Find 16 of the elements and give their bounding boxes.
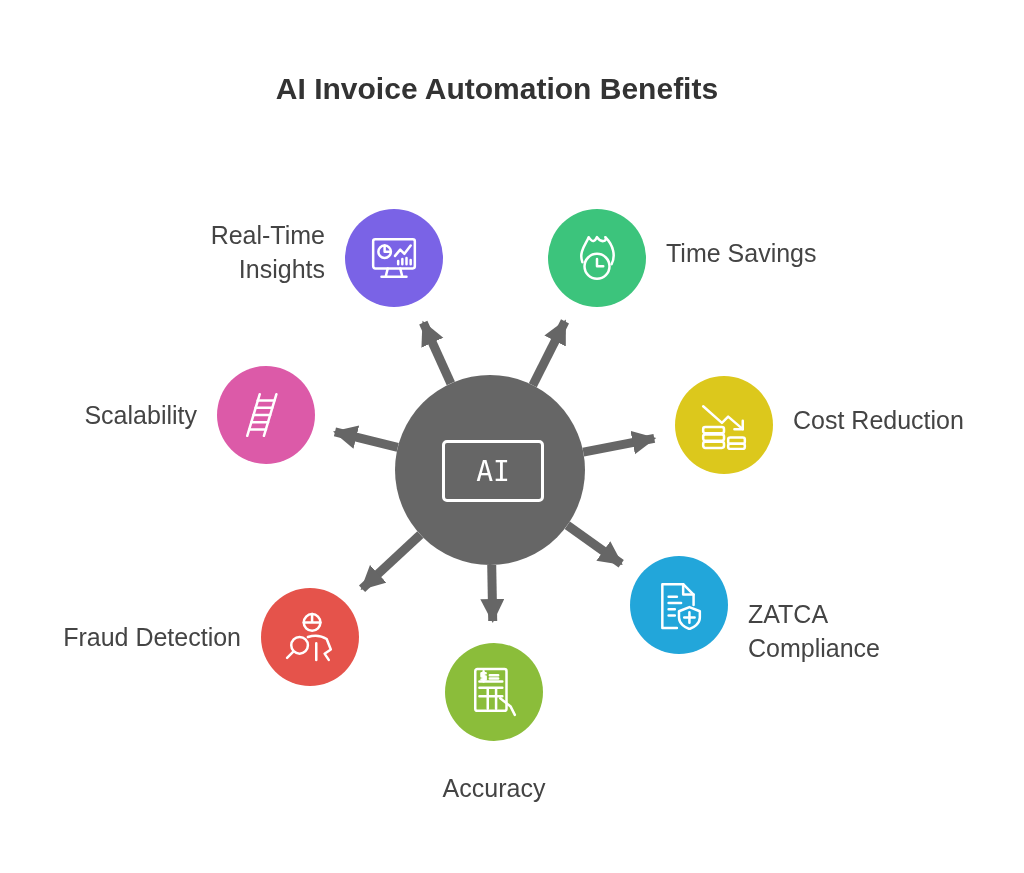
arrow [582,430,657,457]
benefit-label: Time Savings [666,238,817,269]
arrow [359,531,424,592]
arrow [480,564,505,623]
benefit-label: Cost Reduction [793,405,964,436]
benefit-label: Scalability [84,400,197,431]
benefit-label: Real-Time Insights [209,220,325,285]
benefit-label: Fraud Detection [63,622,241,653]
arrow [528,319,570,388]
title: AI Invoice Automation Benefits [274,72,720,106]
arrow [564,521,624,568]
benefit-label: ZATCA Compliance [748,599,881,664]
ai-label: AI [442,440,544,502]
arrow [419,320,455,386]
benefit-label: Accuracy [441,773,547,804]
arrow [333,425,399,452]
